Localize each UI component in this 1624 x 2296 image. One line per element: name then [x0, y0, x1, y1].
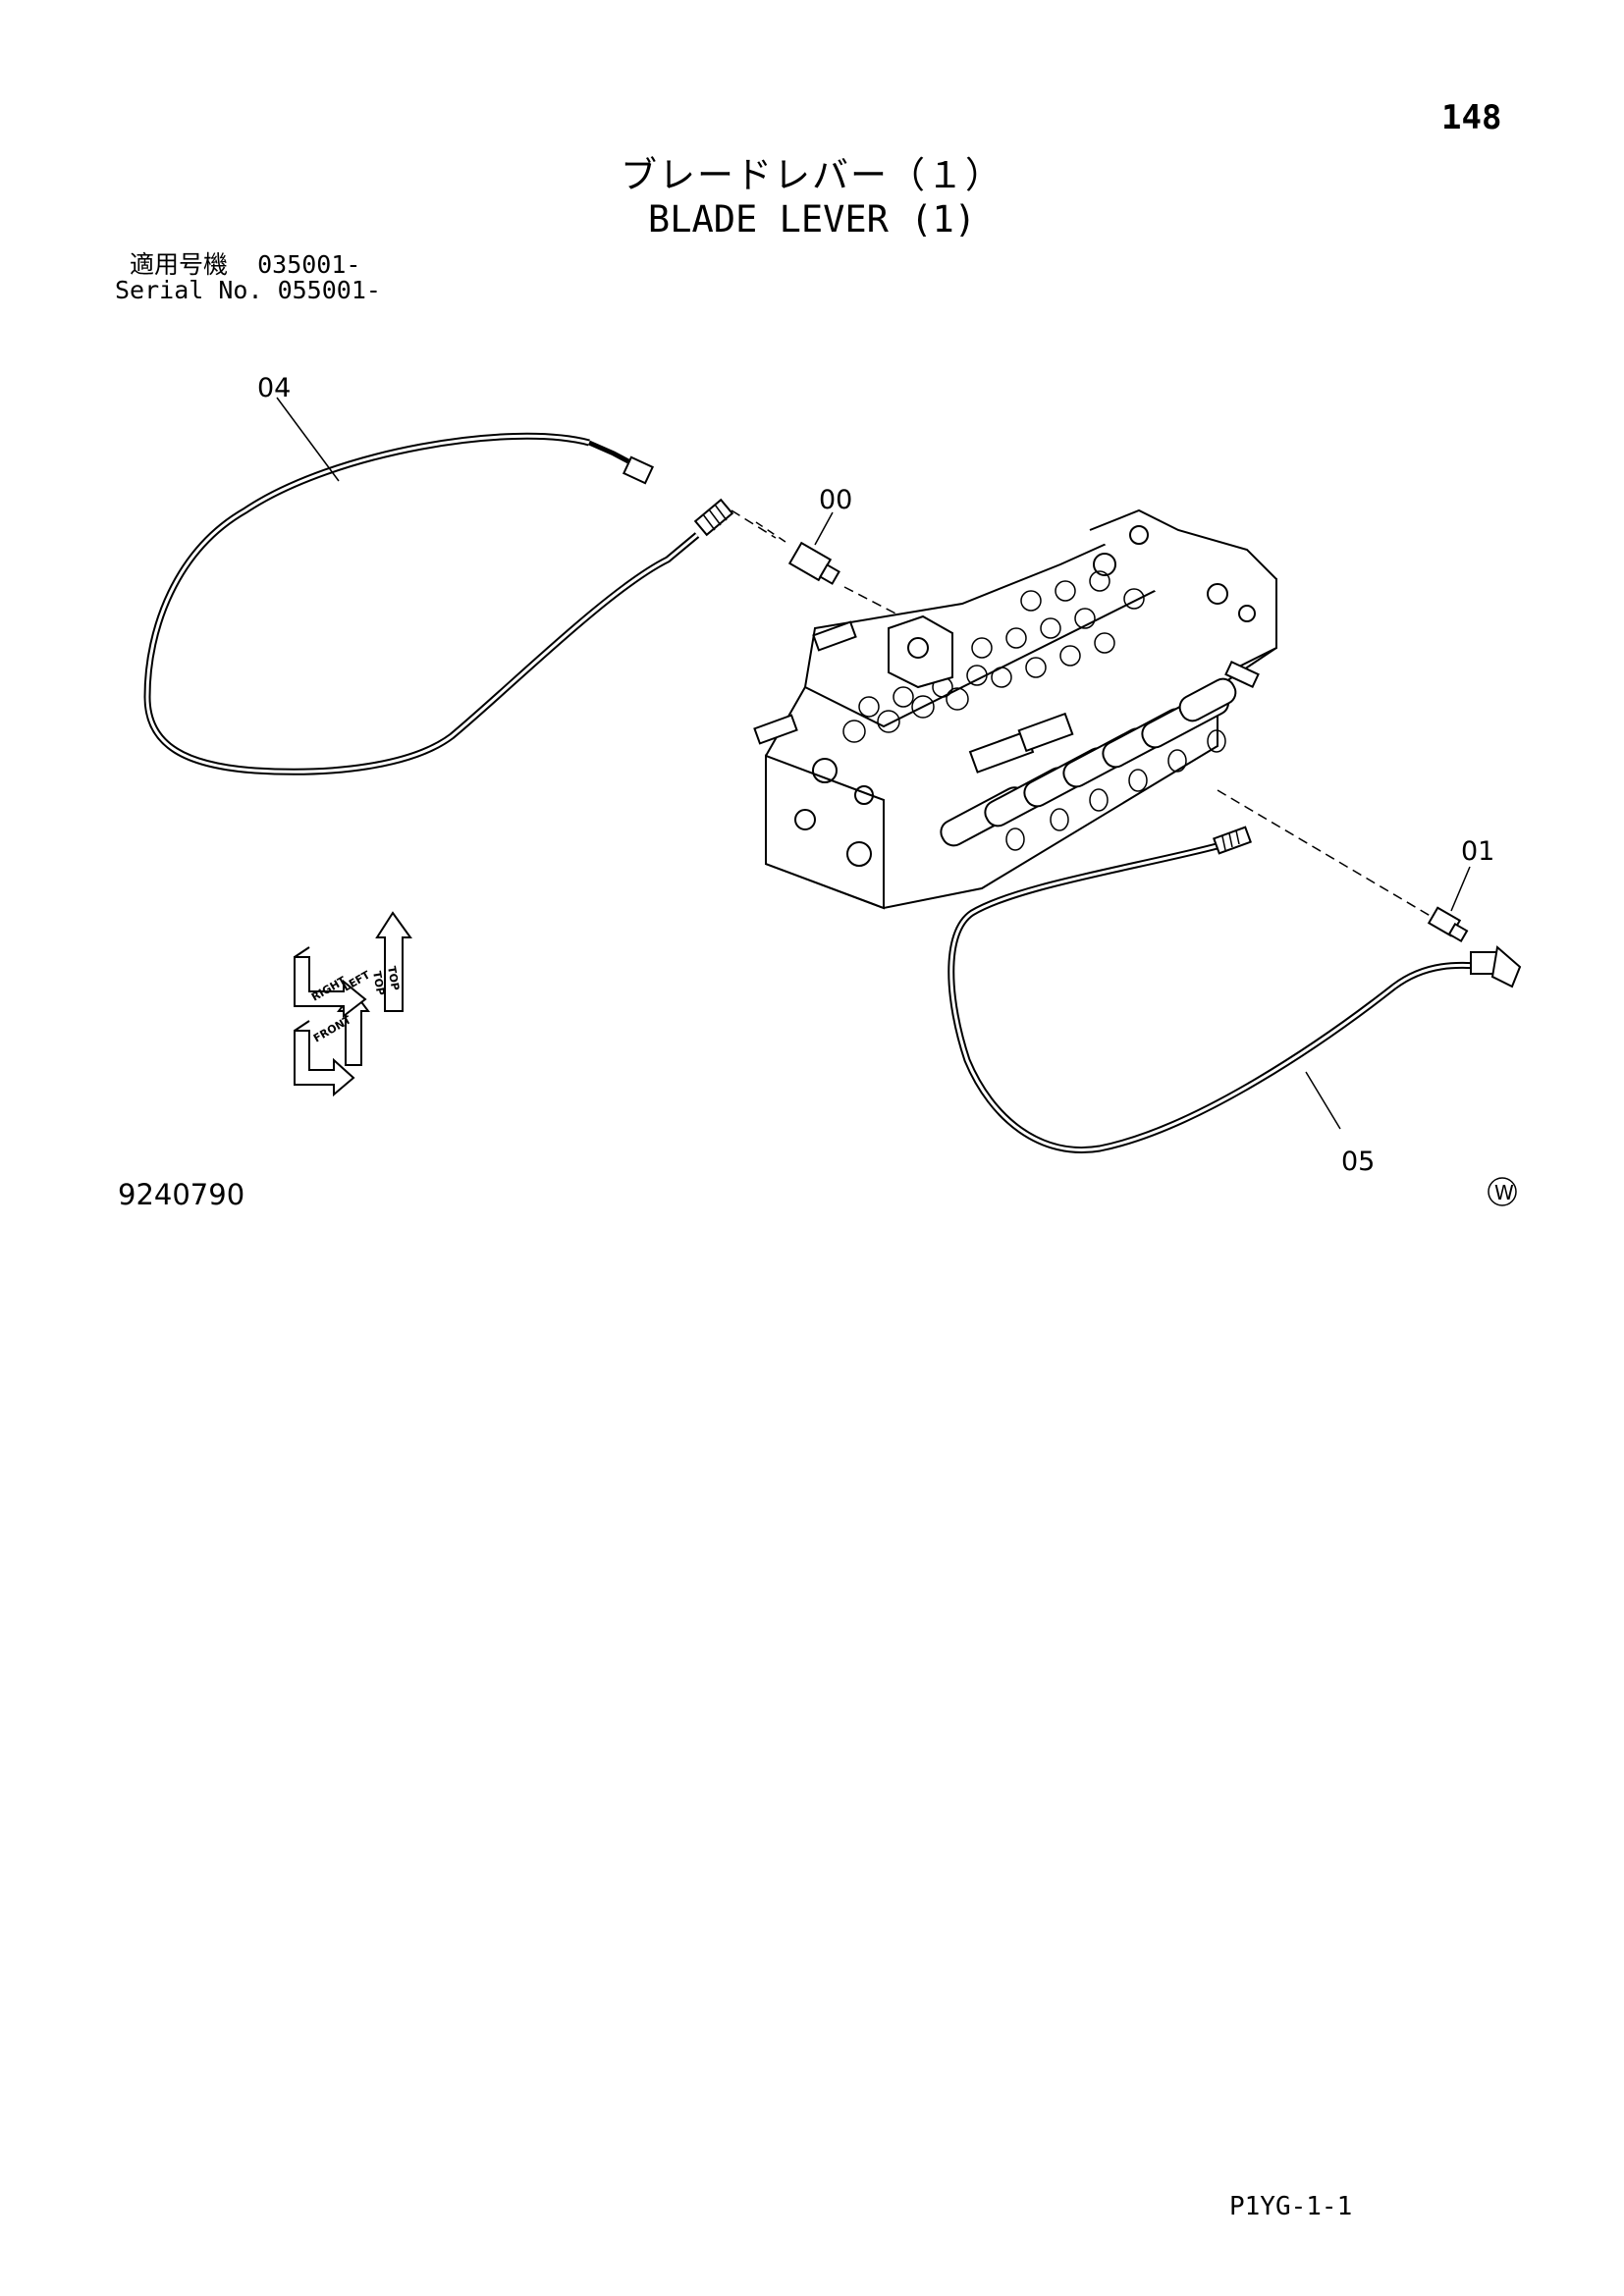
centerline-a [731, 509, 777, 539]
leader-05 [1305, 1071, 1341, 1130]
hose-04 [143, 432, 734, 775]
control-valve-block [753, 508, 1277, 910]
w-mark: W [1494, 1181, 1514, 1204]
hose-05 [947, 826, 1522, 1153]
leader-00 [814, 511, 834, 546]
orientation-top-small-label: TOP [370, 970, 387, 996]
serial-applicable-machine: 適用号機 035001- [130, 250, 361, 279]
orientation-top-label: TOP [385, 965, 402, 991]
footer-code: P1YG-1-1 [1229, 2192, 1353, 2221]
part-label-00: 00 [819, 485, 852, 515]
centerline-c [1217, 789, 1435, 919]
page-number: 148 [1441, 98, 1502, 137]
leader-04 [276, 397, 340, 482]
serial-number: Serial No. 055001- [115, 276, 381, 304]
title-japanese: ブレードレバー（１） [621, 154, 1003, 196]
orientation-arrows-icon [294, 911, 412, 1097]
part-label-05: 05 [1341, 1147, 1375, 1177]
w-mark-circle [1488, 1177, 1517, 1206]
fitting-01 [1427, 906, 1469, 943]
title-english: BLADE LEVER (1) [647, 198, 977, 240]
part-label-01: 01 [1461, 836, 1494, 867]
leader-01 [1450, 866, 1471, 912]
drawing-number: 9240790 [118, 1178, 245, 1211]
part-label-04: 04 [257, 373, 291, 403]
fitting-00 [755, 521, 840, 585]
